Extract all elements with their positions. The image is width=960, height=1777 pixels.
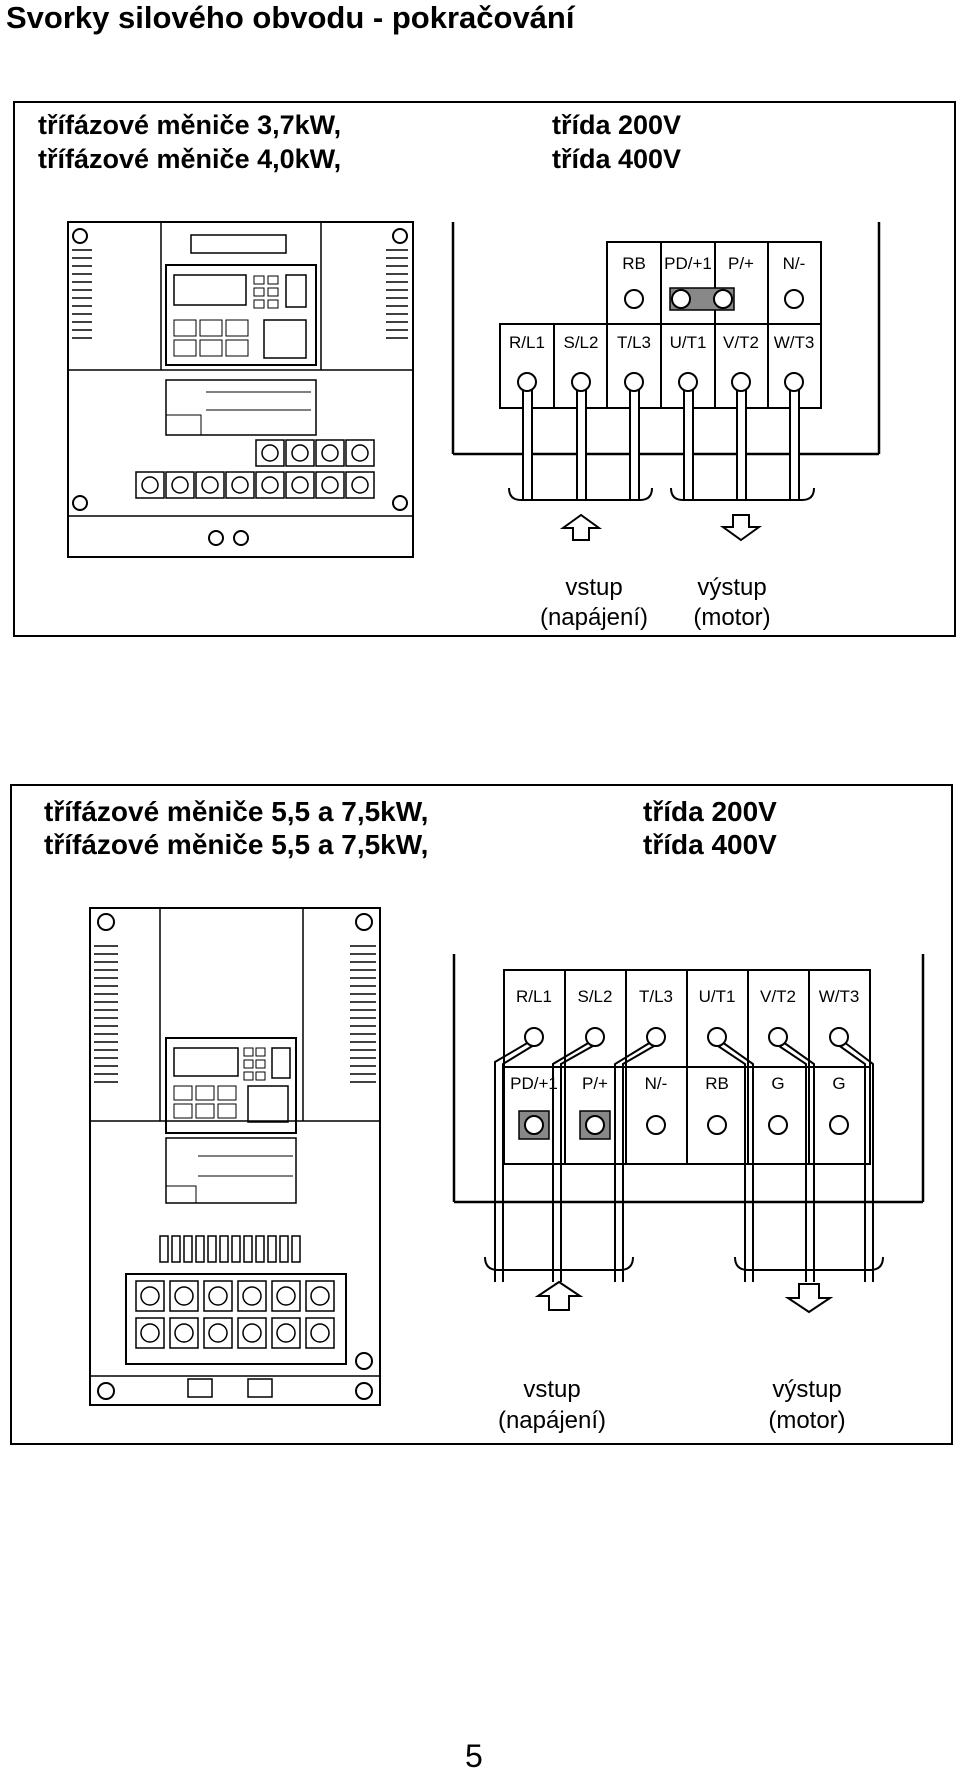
top-terminal-label: V/T2 (760, 987, 796, 1006)
section2-model-line1: třífázové měniče 5,5 a 7,5kW, (44, 796, 429, 827)
inverter-drawing-1 (67, 221, 414, 558)
bottom-terminal-label: G (832, 1074, 845, 1093)
section-box-2 (10, 784, 953, 1445)
top-terminal-label: R/L1 (516, 987, 552, 1006)
terminal-screw (624, 289, 644, 309)
top-terminal-label: P/+ (728, 254, 754, 273)
terminal-screw (713, 289, 733, 309)
input-arrow-icon (559, 513, 603, 541)
section1-input-label: vstup (565, 574, 623, 601)
section2-class-line2: třída 400V (643, 829, 777, 860)
terminal-diagram-1: RB PD/+1 P/+ N/- R/L1 S/L2 T/L3 U/T1 V/T… (447, 220, 887, 550)
terminal-screw (671, 289, 691, 309)
section-box-1 (13, 101, 956, 637)
section2-model-line2: třífázové měniče 5,5 a 7,5kW, (44, 829, 429, 860)
bottom-terminal-label: PD/+1 (510, 1074, 558, 1093)
section1-input-sub: (napájení) (539, 604, 649, 631)
bottom-terminal-label: V/T2 (723, 333, 759, 352)
section1-output-sub: (motor) (693, 604, 771, 631)
section2-output-sub: (motor) (768, 1407, 846, 1434)
terminal-diagram-2: R/L1 S/L2 T/L3 U/T1 V/T2 W/T3 PD/+1 P/+ … (445, 952, 930, 1324)
top-terminal-label: RB (622, 254, 646, 273)
page-number: 5 (465, 1738, 483, 1774)
inverter-drawing-2 (89, 907, 381, 1406)
output-arrow-icon (719, 514, 763, 542)
bottom-terminal-label: R/L1 (509, 333, 545, 352)
top-terminal-label: T/L3 (639, 987, 673, 1006)
bottom-terminal-label: U/T1 (670, 333, 707, 352)
bottom-terminal-label: T/L3 (617, 333, 651, 352)
bottom-terminal-label: G (771, 1074, 784, 1093)
input-arrow-icon (534, 1280, 584, 1311)
bottom-terminal-label: RB (705, 1074, 729, 1093)
section2-output-label: výstup (772, 1376, 842, 1403)
top-terminal-label: W/T3 (819, 987, 860, 1006)
section2-input-label: vstup (523, 1376, 581, 1403)
top-terminal-label: S/L2 (578, 987, 613, 1006)
bottom-terminal-label: S/L2 (564, 333, 599, 352)
bottom-terminal-label: W/T3 (774, 333, 815, 352)
section1-class-line2: třída 400V (552, 144, 682, 174)
page-title: Svorky silového obvodu - pokračování (6, 0, 575, 35)
bottom-terminal-label: P/+ (582, 1074, 608, 1093)
section1-class-line1: třída 200V (552, 110, 682, 140)
section2-input-sub: (napájení) (497, 1407, 607, 1434)
bottom-terminal-label: N/- (645, 1074, 668, 1093)
section1-model-line2: třífázové měniče 4,0kW, (38, 144, 342, 174)
top-terminal-label: PD/+1 (664, 254, 712, 273)
section2-class-line1: třída 200V (643, 796, 777, 827)
top-terminal-label: U/T1 (699, 987, 736, 1006)
terminal-screw (784, 289, 804, 309)
top-terminal-label: N/- (783, 254, 806, 273)
section1-output-label: výstup (697, 574, 767, 601)
section1-model-line1: třífázové měniče 3,7kW, (38, 110, 342, 140)
output-arrow-icon (784, 1283, 834, 1314)
